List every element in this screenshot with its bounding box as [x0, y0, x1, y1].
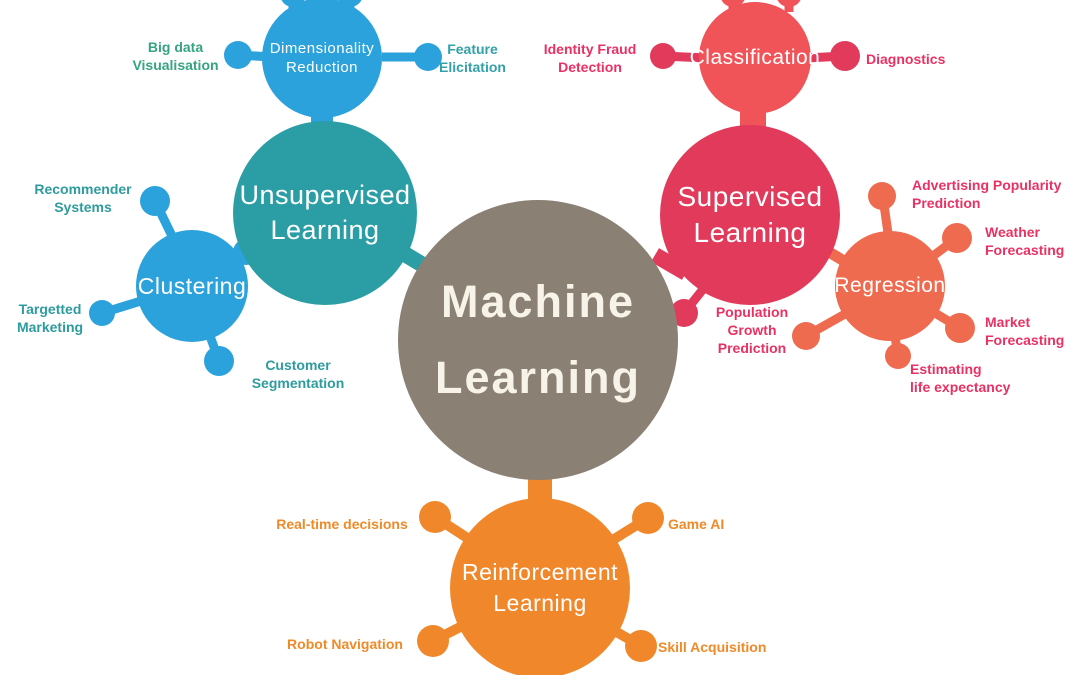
weather-line2: Forecasting [985, 242, 1065, 259]
label-market-forecasting: Market Forecasting [985, 313, 1080, 349]
dot-weather-forecasting [942, 223, 972, 253]
diagnostics-text: Diagnostics [866, 51, 946, 67]
dot-identity-fraud-detection [650, 43, 676, 69]
dot-skill-acquisition [625, 630, 657, 662]
market-line1: Market [985, 314, 1031, 330]
targetted-line1: Targetted [18, 301, 82, 317]
weather-line1: Weather [985, 224, 1040, 240]
identity-fraud-line1: Identity Fraud [543, 41, 637, 57]
advertising-line1: Advertising Popularity [912, 177, 1062, 193]
label-recommender-systems: Recommender Systems [26, 180, 140, 216]
dot-classification-top-right [777, 0, 801, 7]
node-dimensionality-reduction: Dimensionality Reduction [262, 0, 382, 118]
node-reinforcement-learning: Reinforcement Learning [450, 498, 630, 675]
machine-learning-label-line2: Learning [434, 352, 642, 403]
node-machine-learning: Machine Learning [398, 200, 678, 480]
dot-real-time-decisions [419, 501, 451, 533]
supervised-label-line2: Learning [693, 217, 807, 248]
supervised-label-line1: Supervised [677, 180, 823, 212]
clustering-label: Clustering [137, 272, 247, 299]
label-identity-fraud-detection: Identity Fraud Detection [531, 40, 649, 76]
identity-fraud-line2: Detection [558, 59, 622, 76]
unsupervised-label-line1: Unsupervised [239, 179, 411, 210]
real-time-text: Real-time decisions [276, 516, 408, 532]
recommender-line1: Recommender [34, 181, 132, 197]
targetted-line2: Marketing [16, 319, 84, 336]
label-skill-acquisition: Skill Acquisition [658, 638, 793, 656]
node-unsupervised-learning: Unsupervised Learning [233, 121, 417, 305]
node-supervised-learning: Supervised Learning [660, 125, 840, 305]
unsupervised-label-line2: Learning [270, 215, 380, 245]
label-estimating-life-expectancy: Estimating life expectancy [910, 360, 1020, 396]
label-population-growth-prediction: Population Growth Prediction [708, 303, 796, 358]
reinforcement-label-line1: Reinforcement [461, 558, 619, 585]
label-robot-navigation: Robot Navigation [270, 635, 420, 653]
dot-customer-segmentation [204, 346, 234, 376]
dot-recommender-systems [140, 186, 170, 216]
estimating-line2: life expectancy [910, 379, 1011, 396]
label-customer-segmentation: Customer Segmentation [243, 356, 353, 392]
label-advertising-popularity-prediction: Advertising Popularity Prediction [912, 176, 1077, 212]
dot-targetted-marketing [89, 300, 115, 326]
label-targetted-marketing: Targetted Marketing [6, 300, 94, 336]
feature-line1: Feature [447, 41, 498, 57]
dot-feature-elicitation [414, 43, 442, 71]
label-feature-elicitation: Feature Elicitation [425, 40, 520, 76]
reinforcement-label-line2: Learning [493, 590, 587, 616]
label-big-data-visualisation: Big data Visualisation [118, 38, 233, 74]
label-game-ai: Game AI [668, 515, 758, 533]
dot-game-ai [632, 502, 664, 534]
skill-acquisition-text: Skill Acquisition [658, 639, 767, 655]
market-line2: Forecasting [985, 332, 1065, 349]
population-line3: Prediction [717, 340, 787, 357]
big-data-line1: Big data [147, 39, 204, 55]
dot-diagnostics [830, 41, 860, 71]
dimensionality-reduction-label-line1: Dimensionality [269, 39, 375, 57]
customer-line1: Customer [265, 357, 331, 373]
dot-big-data-visualisation [224, 41, 252, 69]
recommender-line2: Systems [54, 199, 112, 216]
label-real-time-decisions: Real-time decisions [262, 515, 422, 533]
machine-learning-label-line1: Machine [440, 275, 636, 327]
label-weather-forecasting: Weather Forecasting [985, 223, 1080, 259]
dot-estimating-life-expectancy [885, 343, 911, 369]
classification-label: Classification [689, 45, 821, 69]
dot-advertising-popularity [868, 182, 896, 210]
label-diagnostics: Diagnostics [866, 50, 976, 68]
dot-population-growth-supervised [670, 299, 698, 327]
robot-navigation-text: Robot Navigation [287, 636, 403, 652]
dot-robot-navigation [417, 625, 449, 657]
dot-population-growth-regression [792, 322, 820, 350]
game-ai-text: Game AI [668, 516, 725, 532]
population-line1: Population [715, 304, 789, 320]
big-data-line2: Visualisation [132, 57, 219, 74]
regression-label: Regression [834, 273, 946, 297]
node-regression: Regression [834, 231, 946, 341]
dimensionality-reduction-label-line2: Reduction [285, 59, 359, 76]
estimating-line1: Estimating [910, 361, 982, 377]
feature-line2: Elicitation [439, 59, 506, 76]
customer-line2: Segmentation [251, 375, 345, 392]
dot-market-forecasting [945, 313, 975, 343]
node-classification: Classification [690, 2, 820, 114]
advertising-line2: Prediction [912, 195, 981, 212]
population-line2: Growth [727, 322, 777, 339]
node-clustering: Clustering [136, 230, 248, 342]
